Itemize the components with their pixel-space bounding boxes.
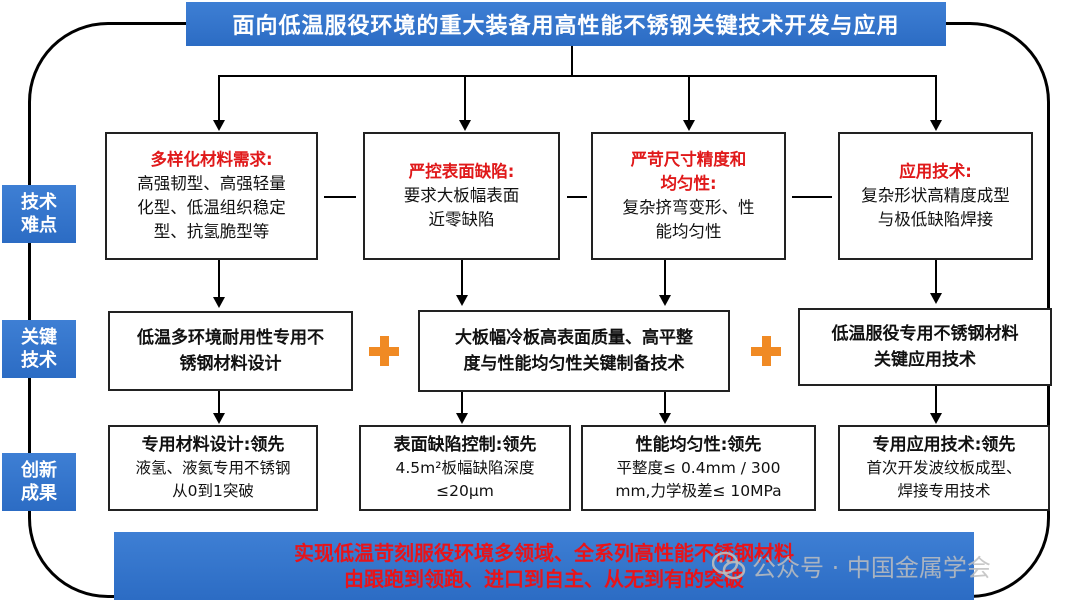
key-tech-text: 度与性能均匀性关键制备技术 [463,354,685,374]
difficulty-text: 化型、低温组织稳定 [137,198,286,217]
separator-dash [324,196,356,198]
arrow-head [456,295,468,306]
plus-icon [751,336,781,366]
difficulty-text: 要求大板幅表面 [403,186,520,205]
conclusion-banner: 实现低温苛刻服役环境多领域、全系列高性能不锈钢材料 由跟跑到领跑、进口到自主、从… [114,532,974,600]
result-box-uniformity: 性能均匀性:领先 平整度≤ 0.4mm / 300 mm,力学极差≤ 10MPa [581,425,816,511]
connector [688,75,690,122]
result-text: 平整度≤ 0.4mm / 300 [616,458,781,477]
difficulty-heading: 严控表面缺陷: [408,162,515,181]
result-box-application: 专用应用技术:领先 首次开发波纹板成型、 焊接专用技术 [838,425,1050,511]
connector [664,392,666,414]
connector [461,260,463,296]
difficulty-box-application: 应用技术: 复杂形状高精度成型 与极低缺陷焊接 [838,132,1033,260]
result-text: 从0到1突破 [172,481,254,500]
connector [218,75,936,77]
result-heading: 专用应用技术:领先 [872,434,1016,455]
key-tech-text: 关键应用技术 [874,350,976,370]
side-label-line: 成果 [21,483,57,504]
connector [461,392,463,414]
difficulty-heading: 均匀性: [660,174,717,193]
side-label-results: 创新 成果 [2,453,76,511]
connector [571,46,573,76]
connector [935,260,937,294]
connector [464,75,466,122]
arrow-head [213,120,225,131]
key-tech-box-application: 低温服役专用不锈钢材料 关键应用技术 [798,308,1052,386]
difficulty-text: 型、抗氢脆型等 [153,222,270,241]
arrow-head [683,120,695,131]
arrow-head [456,413,468,424]
connector [935,75,937,122]
result-box-surface-defect: 表面缺陷控制:领先 4.5m²板幅缺陷深度 ≤20μm [359,425,571,511]
side-label-key-tech: 关键 技术 [2,320,76,378]
watermark: 公众号 · 中国金属学会 [712,548,991,583]
conclusion-line: 由跟跑到领跑、进口到自主、从无到有的突破 [344,567,744,591]
difficulty-text: 与极低缺陷焊接 [877,210,994,229]
key-tech-box-material-design: 低温多环境耐用性专用不 锈钢材料设计 [108,311,353,391]
result-text: 焊接专用技术 [897,481,991,500]
plus-icon [369,336,399,366]
difficulty-heading: 严苛尺寸精度和 [630,150,747,169]
result-text: mm,力学极差≤ 10MPa [615,481,782,500]
connector [664,260,666,296]
connector [218,391,220,414]
separator-dash [792,196,832,198]
difficulty-box-precision: 严苛尺寸精度和 均匀性: 复杂挤弯变形、性 能均匀性 [591,132,786,260]
difficulty-text: 复杂挤弯变形、性 [622,198,755,217]
side-label-line: 技术 [21,192,57,213]
difficulty-box-surface: 严控表面缺陷: 要求大板幅表面 近零缺陷 [363,132,560,260]
result-text: 4.5m²板幅缺陷深度 [395,458,535,477]
connector [218,75,220,122]
arrow-head [930,413,942,424]
key-tech-text: 低温服役专用不锈钢材料 [831,324,1019,344]
arrow-head [213,297,225,308]
side-label-line: 技术 [21,350,57,371]
side-label-line: 关键 [21,327,57,348]
result-heading: 性能均匀性:领先 [635,434,762,455]
arrow-head [213,413,225,424]
difficulty-box-materials: 多样化材料需求: 高强韧型、高强轻量 化型、低温组织稳定 型、抗氢脆型等 [105,132,318,260]
arrow-head [659,295,671,306]
result-text: 首次开发波纹板成型、 [866,458,1022,477]
difficulty-heading: 应用技术: [899,162,972,181]
difficulty-text: 近零缺陷 [428,210,495,229]
side-label-difficulties: 技术 难点 [2,185,76,243]
key-tech-text: 大板幅冷板高表面质量、高平整 [455,328,693,348]
connector [935,386,937,414]
arrow-head [930,120,942,131]
key-tech-text: 低温多环境耐用性专用不 [137,328,324,348]
difficulty-text: 能均匀性 [655,222,722,241]
difficulty-heading: 多样化材料需求: [150,150,273,169]
side-label-line: 创新 [21,460,57,481]
result-heading: 专用材料设计:领先 [141,434,285,455]
arrow-head [659,413,671,424]
result-text: 液氢、液氦专用不锈钢 [135,458,291,477]
result-text: ≤20μm [436,481,494,500]
connector [218,260,220,298]
separator-dash [567,196,587,198]
watermark-text: 公众号 · 中国金属学会 [752,554,991,582]
result-box-material-design: 专用材料设计:领先 液氢、液氦专用不锈钢 从0到1突破 [108,425,318,511]
key-tech-box-preparation: 大板幅冷板高表面质量、高平整 度与性能均匀性关键制备技术 [418,310,730,392]
result-heading: 表面缺陷控制:领先 [393,434,537,455]
arrow-head [930,293,942,304]
difficulty-text: 高强韧型、高强轻量 [137,174,286,193]
key-tech-text: 锈钢材料设计 [179,354,282,374]
arrow-head [459,120,471,131]
side-label-line: 难点 [21,215,57,236]
conclusion-line: 实现低温苛刻服役环境多领域、全系列高性能不锈钢材料 [294,541,794,565]
main-title: 面向低温服役环境的重大装备用高性能不锈钢关键技术开发与应用 [186,2,946,46]
difficulty-text: 复杂形状高精度成型 [861,186,1010,205]
wechat-icon [712,551,746,579]
